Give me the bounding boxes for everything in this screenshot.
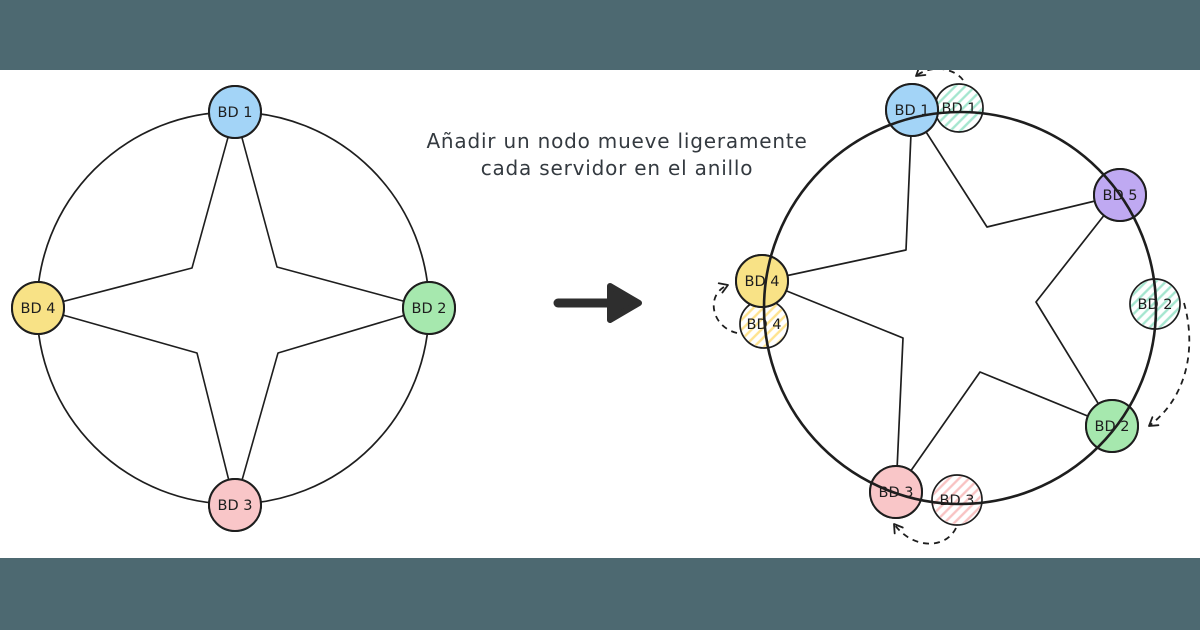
right-ring-star [761,109,1121,493]
move-arrow-bd3 [893,523,957,545]
move-arrow-bd4 [712,282,738,334]
transition-arrow-head-icon [607,283,642,323]
node-right-5: BD 4 [735,254,789,308]
node-label: BD 4 [745,274,780,290]
caption: Añadir un nodo mueve ligeramente cada se… [312,128,922,182]
node-label: BD 4 [21,301,56,317]
bottom-bar [0,558,1200,630]
node-fill [402,281,456,335]
left-ring: BD 1 BD 2 BD 3 BD 4 [11,85,456,532]
node-right-3: BD 2 [1085,399,1139,453]
node-hatch-fill [933,476,981,524]
top-bar [0,0,1200,70]
right-ring-circle [762,110,1158,506]
node-left-3: BD 3 [208,478,262,532]
caption-line-1: Añadir un nodo mueve ligeramente [426,129,808,153]
transition-arrow [553,283,642,323]
node-fill [208,478,262,532]
node-label: BD 1 [218,105,253,121]
move-arrow-bd2 [1148,302,1191,427]
ghost-node-right-3: BD 3 [931,474,983,526]
node-label: BD 2 [1095,419,1130,435]
node-fill [208,85,262,139]
node-left-2: BD 2 [402,281,456,335]
node-fill [735,254,789,308]
caption-line-2: cada servidor en el anillo [480,156,754,180]
move-arrow-bd1 [915,66,964,81]
node-left-1: BD 1 [208,85,262,139]
right-ring: BD 1BD 2BD 3BD 4BD 1BD 5BD 2BD 3BD 4 [712,66,1191,545]
canvas-background [0,70,1200,558]
node-left-4: BD 4 [11,281,65,335]
node-label: BD 2 [412,301,447,317]
node-label: BD 1 [942,101,977,117]
node-fill [11,281,65,335]
ghost-node-right-1: BD 1 [934,83,984,133]
node-hatch-fill [936,85,982,131]
node-label: BD 3 [940,493,975,509]
node-label: BD 3 [218,498,253,514]
